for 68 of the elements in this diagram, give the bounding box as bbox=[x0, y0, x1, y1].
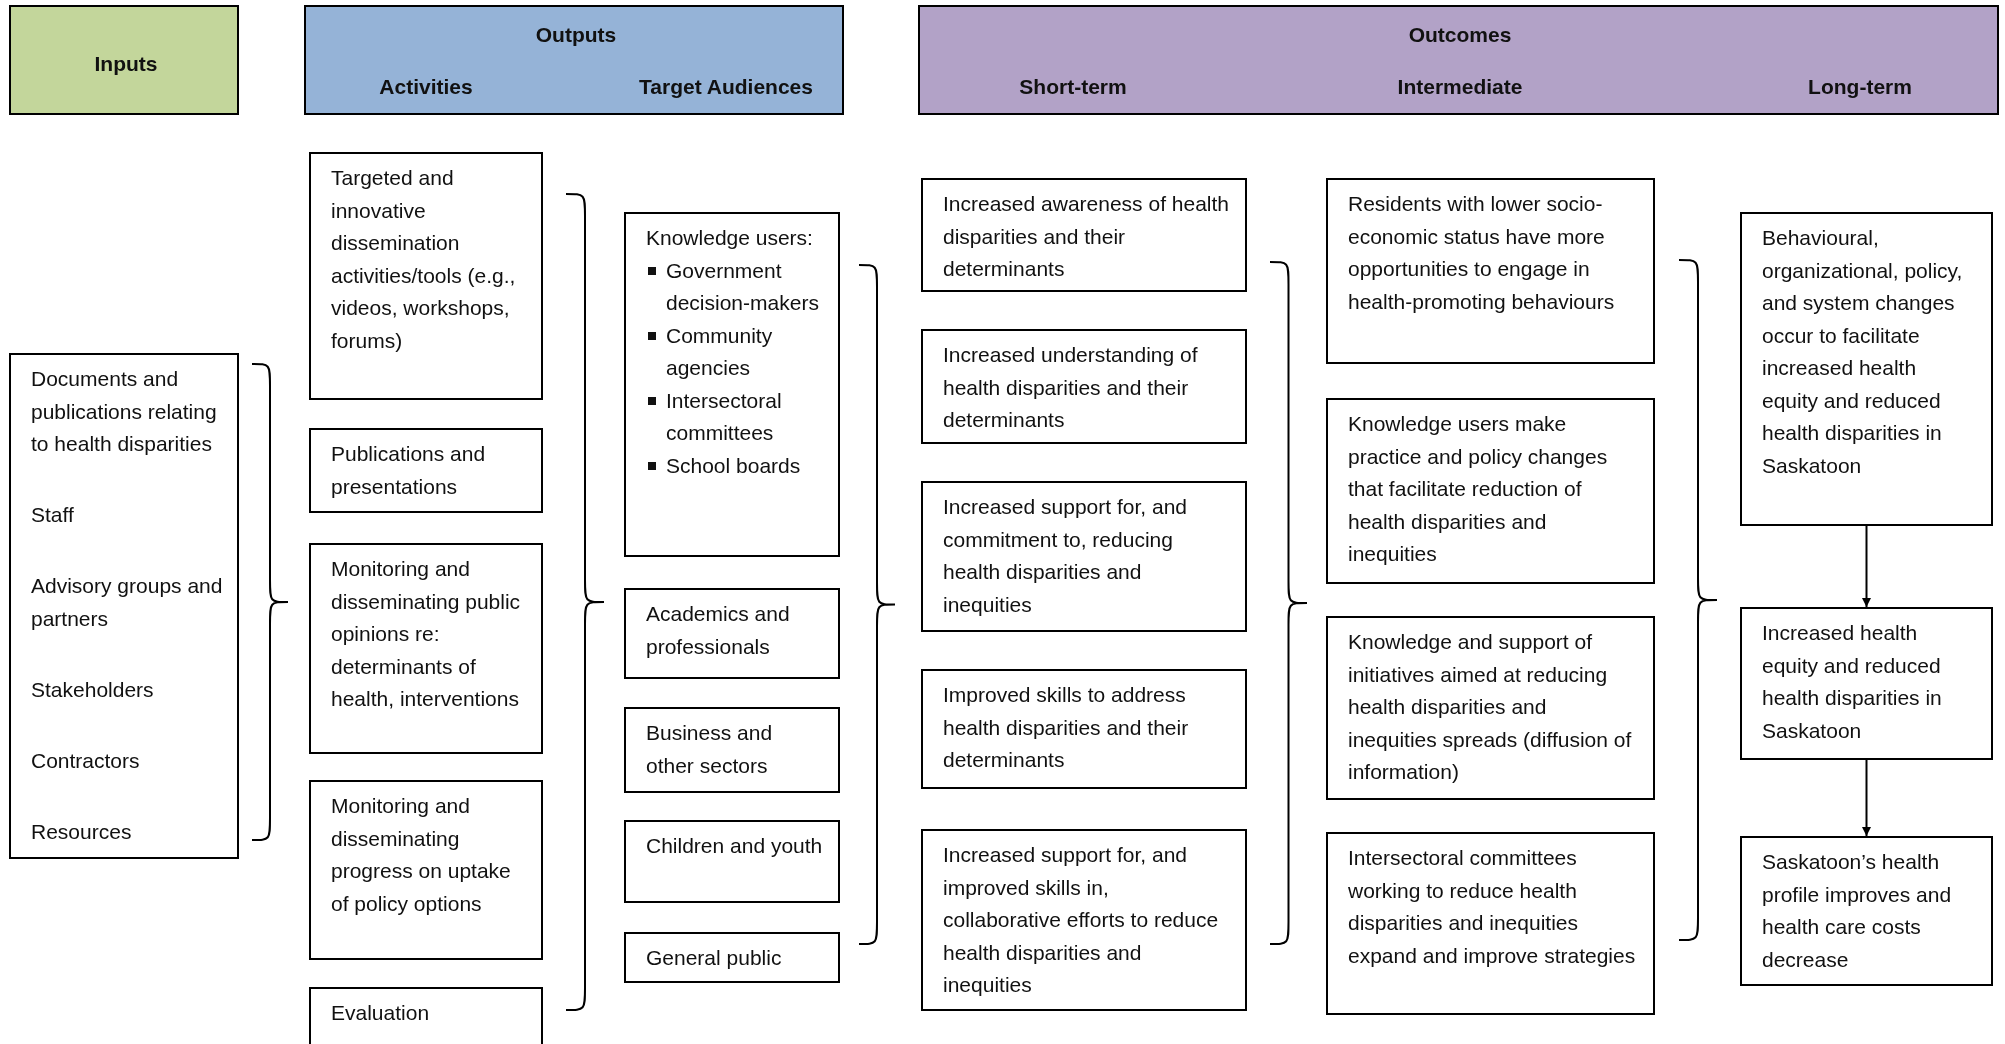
text-box bbox=[1740, 212, 1993, 526]
arrow bbox=[1862, 759, 1871, 837]
text: Increased awareness of health disparities and their determinants bbox=[943, 191, 1230, 282]
text-box bbox=[624, 820, 840, 903]
text-box bbox=[309, 543, 543, 754]
list-item: Intersectoral committees bbox=[646, 384, 824, 450]
column-heading: Inputs bbox=[94, 51, 158, 77]
column-subheading: Target Audiences bbox=[639, 74, 813, 100]
text-box bbox=[624, 932, 840, 983]
text: Staff bbox=[31, 502, 75, 529]
text: Increased health equity and reduced health disparities in Saskatoon bbox=[1762, 620, 1943, 744]
text: Evaluation bbox=[331, 1000, 431, 1026]
text: Contractors bbox=[31, 748, 141, 775]
text: Monitoring and disseminating public opinions re: determinants of health, interventions bbox=[331, 556, 522, 712]
text: Knowledge and support of initiatives aimed at reducing health disparities and inequities spreads (diffusion of information) bbox=[1348, 629, 1633, 785]
text-box bbox=[1326, 398, 1655, 584]
header-box bbox=[9, 5, 239, 115]
text-box bbox=[1740, 836, 1993, 986]
text: Residents with lower socio-economic status have more opportunities to engage in health-promoting behaviours bbox=[1348, 191, 1616, 315]
list-item: School boards bbox=[646, 449, 824, 482]
text: Academics and professionals bbox=[646, 601, 791, 660]
text-box bbox=[309, 780, 543, 960]
arrow bbox=[1862, 525, 1871, 608]
column-subheading: Short-term bbox=[1019, 74, 1127, 100]
text-box bbox=[309, 428, 543, 513]
list-item: Community agencies bbox=[646, 319, 824, 385]
header-box bbox=[918, 5, 1999, 115]
text-box bbox=[921, 481, 1247, 632]
column-subheading: Long-term bbox=[1808, 74, 1912, 100]
text-box bbox=[921, 329, 1247, 444]
text-box bbox=[1326, 616, 1655, 800]
text: Resources bbox=[31, 819, 133, 846]
text-box bbox=[921, 669, 1247, 789]
text: Knowledge users: bbox=[646, 225, 814, 251]
column-subheading: Activities bbox=[379, 74, 473, 100]
text-box bbox=[309, 987, 543, 1044]
text: Monitoring and disseminating progress on uptake of policy options bbox=[331, 793, 512, 917]
text: Increased understanding of health disparities and their determinants bbox=[943, 342, 1199, 433]
text: Knowledge users make practice and policy changes that facilitate reduction of health disparities and inequities bbox=[1348, 411, 1609, 567]
header-box bbox=[304, 5, 844, 115]
text-box bbox=[1740, 607, 1993, 760]
text: Publications and presentations bbox=[331, 441, 487, 500]
text: Targeted and innovative dissemination activities/tools (e.g., videos, workshops, forums) bbox=[331, 165, 517, 354]
text: Intersectoral committees working to reduce health disparities and inequities expand and improve strategies bbox=[1348, 845, 1637, 969]
text: Children and youth bbox=[646, 833, 824, 859]
text: Increased support for, and commitment to, reducing health disparities and inequities bbox=[943, 494, 1188, 618]
text-box bbox=[1326, 832, 1655, 1015]
list-item: Government decision-makers bbox=[646, 254, 824, 320]
text-box bbox=[309, 152, 543, 400]
column-heading: Outputs bbox=[535, 22, 617, 48]
text: Stakeholders bbox=[31, 677, 155, 704]
text: Business and other sectors bbox=[646, 720, 774, 779]
text: Documents and publications relating to health disparities bbox=[31, 366, 218, 457]
text-box bbox=[624, 707, 840, 793]
text: Behavioural, organizational, policy, and system changes occur to facilitate increased health equity and reduced health disparities in Saskatoon bbox=[1762, 225, 1964, 479]
column-subheading: Intermediate bbox=[1397, 74, 1523, 100]
text: General public bbox=[646, 945, 783, 971]
text-box bbox=[9, 353, 239, 859]
text: Improved skills to address health disparities and their determinants bbox=[943, 682, 1190, 773]
text: Saskatoon’s health profile improves and health care costs decrease bbox=[1762, 849, 1953, 973]
text-box bbox=[921, 178, 1247, 292]
text: Increased support for, and improved skills in, collaborative efforts to reduce health disparities and inequities bbox=[943, 842, 1220, 998]
text-box bbox=[921, 829, 1247, 1011]
text-box bbox=[1326, 178, 1655, 364]
text-box bbox=[624, 212, 840, 557]
text-box bbox=[624, 588, 840, 679]
text: Advisory groups and partners bbox=[31, 573, 223, 632]
column-heading: Outcomes bbox=[1408, 22, 1512, 48]
